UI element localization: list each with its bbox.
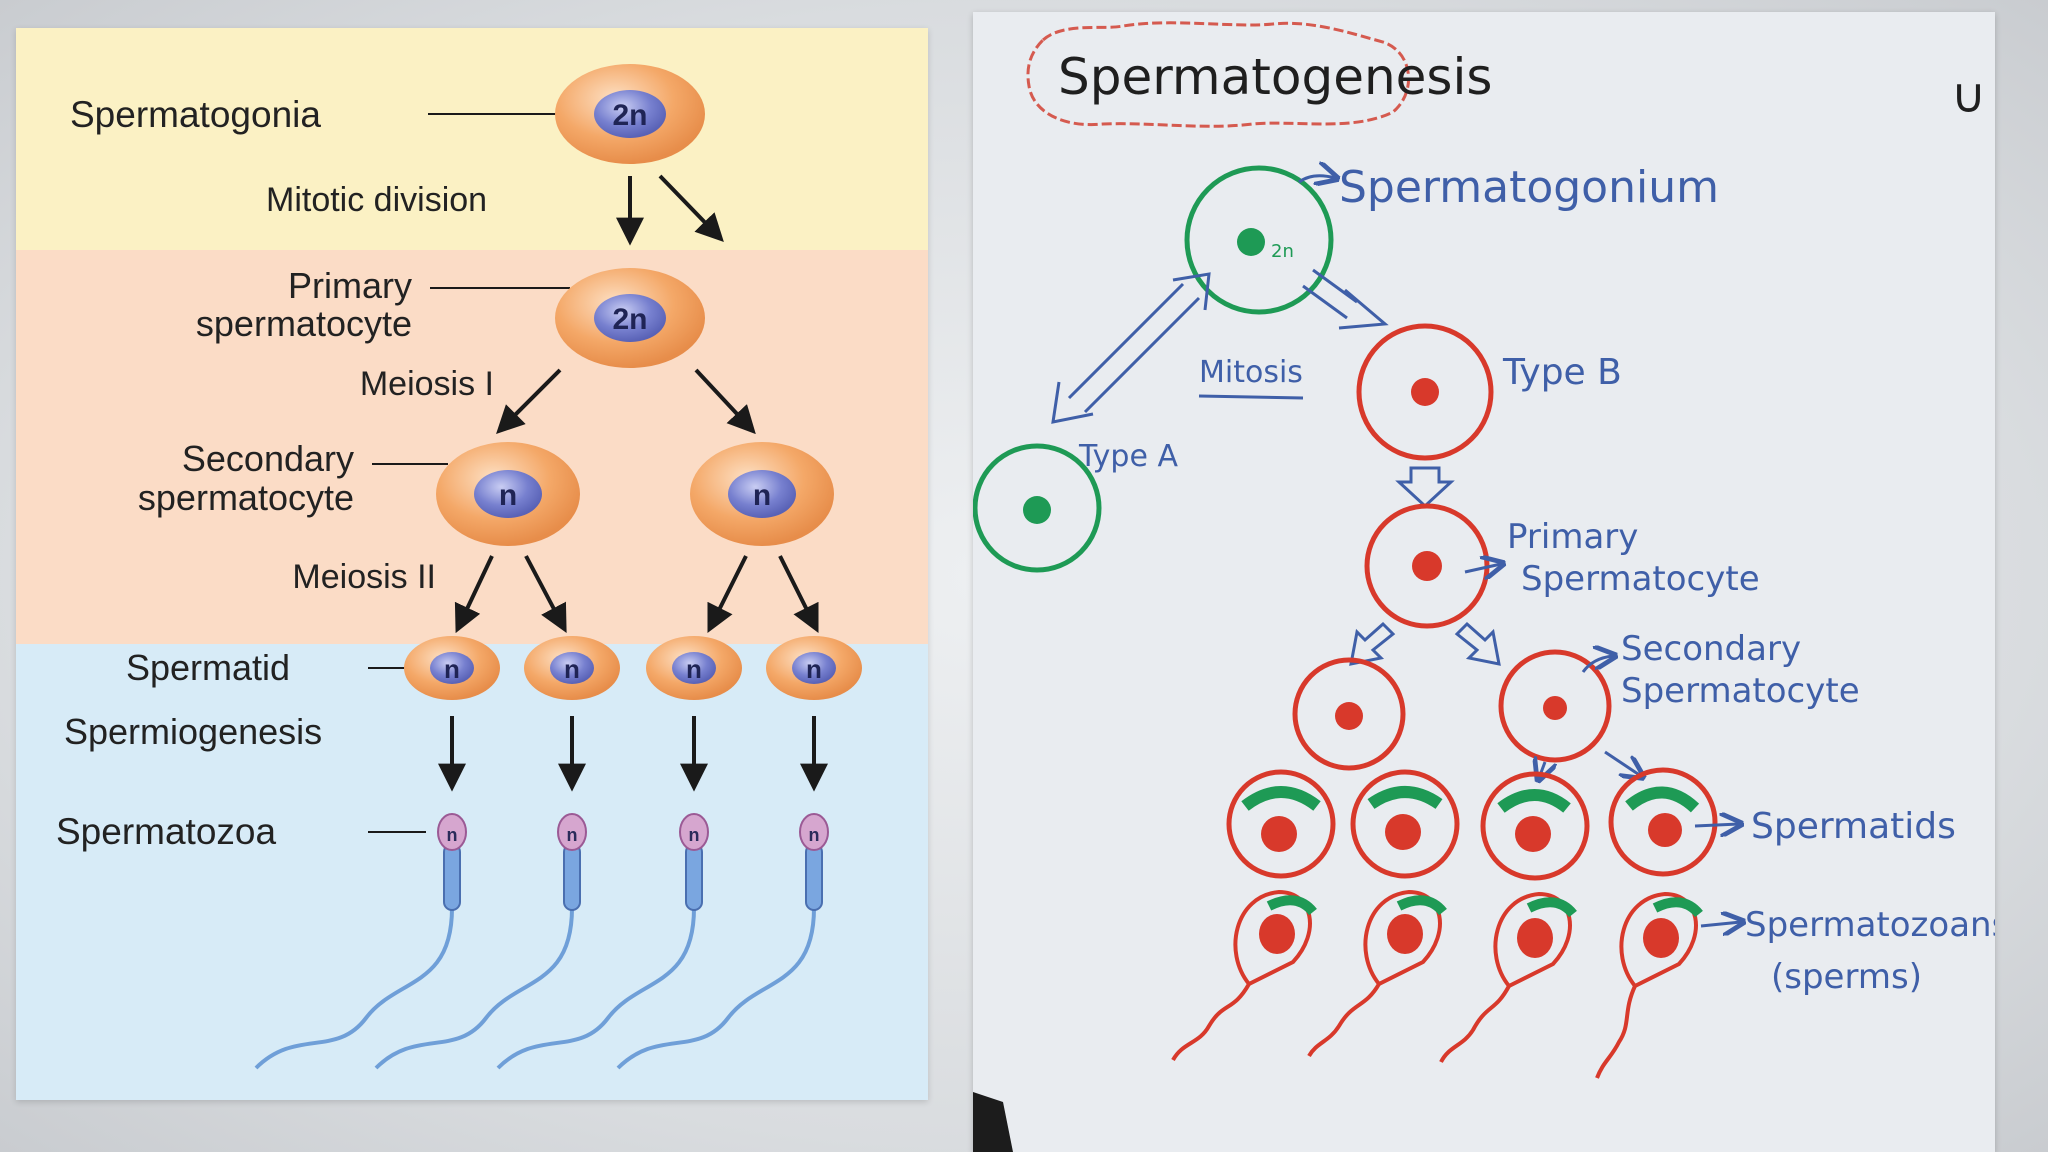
- svg-text:n: n: [499, 479, 517, 512]
- label-primary-1: Primary: [1507, 517, 1638, 557]
- spermatozoan-1: [1171, 889, 1317, 1062]
- spermatid-row: n n n n: [404, 636, 862, 700]
- spermatozoon-4: n: [616, 813, 829, 1070]
- label-spermatogonia: Spermatogonia: [70, 94, 321, 135]
- label-secondary-2: spermatocyte: [138, 477, 354, 518]
- label-spermatozoans-1: Spermatozoans: [1745, 905, 1995, 945]
- spermatid-1: [1226, 769, 1336, 879]
- svg-text:n: n: [444, 654, 460, 684]
- corner-mark: ∪: [1951, 68, 1986, 124]
- spermatozoan-4: [1595, 891, 1703, 1079]
- label-primary-2: Spermatocyte: [1521, 559, 1760, 599]
- label-spermatogonium: Spermatogonium: [1339, 162, 1719, 213]
- label-mitotic-division: Mitotic division: [266, 181, 487, 219]
- label-spermatid: Spermatid: [126, 647, 290, 688]
- label-secondary-2: Spermatocyte: [1621, 671, 1860, 711]
- svg-text:n: n: [447, 825, 458, 845]
- label-secondary-1: Secondary: [1621, 629, 1801, 669]
- textbook-spermatogenesis-diagram: 2n Spermatogonia Mitotic division 2n Pri…: [16, 28, 928, 1100]
- spermatozoan-2: [1307, 889, 1447, 1058]
- svg-text:n: n: [753, 479, 771, 512]
- spermatid-cell-1: n: [404, 636, 500, 700]
- spermatozoan-row: [1171, 889, 1703, 1079]
- band-mitosis: [16, 28, 928, 250]
- spermatozoon-1: n: [254, 813, 467, 1070]
- secondary-spermatocyte-cell-1: n: [436, 442, 580, 546]
- svg-text:n: n: [686, 654, 702, 684]
- secondary-spermatocyte-cell-2: n: [690, 442, 834, 546]
- spermatid-cell-4: n: [766, 636, 862, 700]
- label-spermatozoans-2: (sperms): [1771, 957, 1922, 997]
- label-type-b: Type B: [1502, 352, 1622, 393]
- svg-text:2n: 2n: [612, 99, 647, 132]
- band-spermiogenesis: [16, 644, 928, 1100]
- svg-text:n: n: [809, 825, 820, 845]
- spermatid-row: [1226, 767, 1718, 881]
- title-cloud: Spermatogenesis: [1026, 21, 1492, 128]
- label-mitosis: Mitosis: [1199, 355, 1303, 390]
- spermatid-4: [1608, 767, 1718, 877]
- label-secondary-1: Secondary: [182, 438, 354, 479]
- spermatid-2: [1350, 769, 1460, 879]
- primary-spermatocyte-cell: 2n: [555, 268, 705, 368]
- label-meiosis-2: Meiosis II: [292, 558, 436, 596]
- svg-text:n: n: [806, 654, 822, 684]
- label-spermatids: Spermatids: [1751, 806, 1956, 847]
- spermatogonia-cell: 2n: [555, 64, 705, 164]
- handdrawn-spermatogenesis-board: Spermatogenesis ∪ 2n Spermatogonium Mito…: [973, 12, 1995, 1152]
- label-spermiogenesis: Spermiogenesis: [64, 711, 322, 752]
- spermatid-cell-2: n: [524, 636, 620, 700]
- spermatozoon-3: n: [496, 813, 709, 1070]
- spermatid-3: [1480, 771, 1590, 881]
- svg-text:n: n: [689, 825, 700, 845]
- label-2n: 2n: [1271, 241, 1294, 262]
- svg-text:2n: 2n: [612, 303, 647, 336]
- spermatozoan-3: [1439, 891, 1577, 1063]
- board-title: Spermatogenesis: [1058, 48, 1492, 106]
- label-type-a: Type A: [1078, 439, 1178, 474]
- label-primary-2: spermatocyte: [196, 303, 412, 344]
- label-spermatozoa: Spermatozoa: [56, 811, 276, 852]
- spermatid-cell-3: n: [646, 636, 742, 700]
- label-primary-1: Primary: [288, 265, 412, 306]
- svg-text:n: n: [567, 825, 578, 845]
- spermatozoon-2: n: [374, 813, 587, 1070]
- svg-text:n: n: [564, 654, 580, 684]
- label-meiosis-1: Meiosis I: [360, 365, 494, 403]
